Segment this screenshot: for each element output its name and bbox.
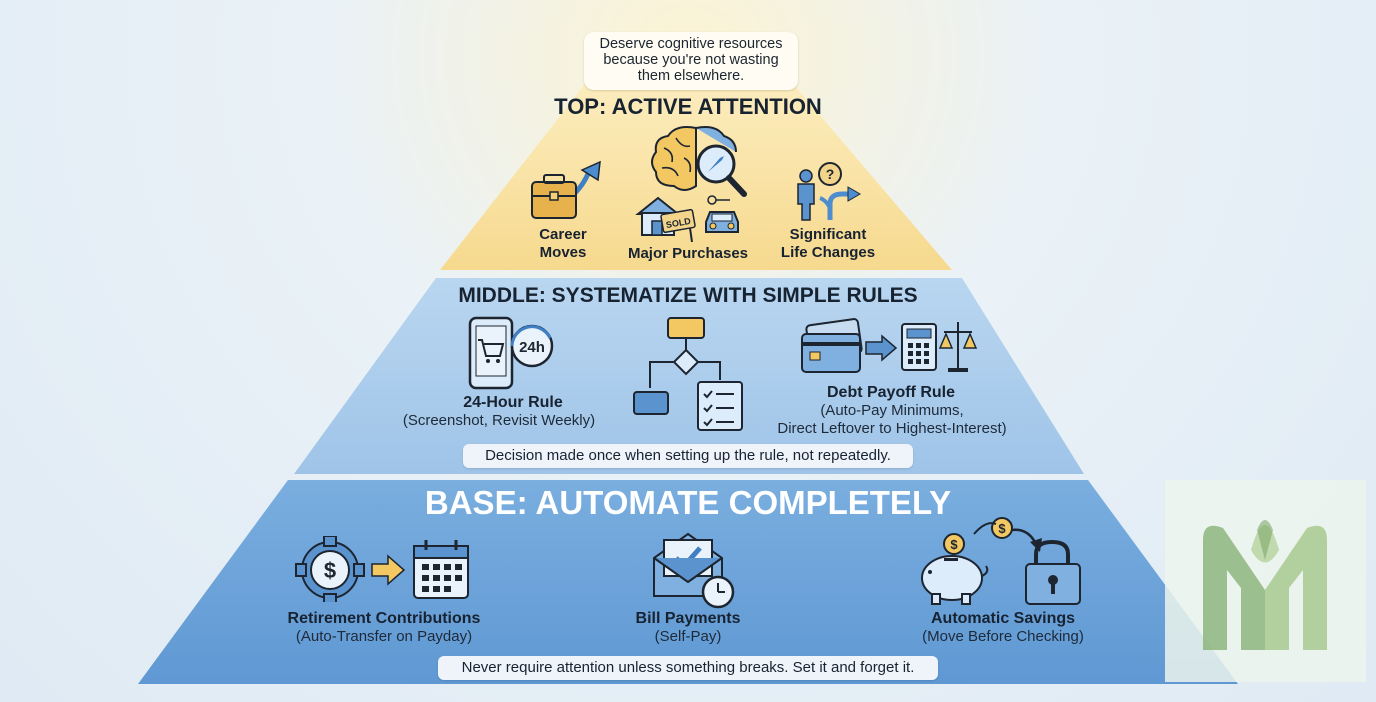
base-note: Never require attention unless something… — [438, 656, 938, 680]
rule1-desc: (Screenshot, Revisit Weekly) — [402, 412, 596, 429]
top-title: TOP: ACTIVE ATTENTION — [554, 94, 822, 119]
bubble-line: them elsewhere. — [637, 68, 745, 84]
sold-sign-icon: SOLD — [660, 206, 700, 247]
base-title: BASE: AUTOMATE COMPLETELY — [424, 484, 952, 521]
svg-text:?: ? — [826, 166, 835, 182]
retirement-title: Retirement Contributions — [287, 610, 481, 627]
svg-text:$: $ — [324, 558, 336, 583]
rule2-title: Debt Payoff Rule — [826, 384, 955, 401]
retirement-desc: (Auto-Transfer on Payday) — [295, 628, 473, 645]
svg-text:$: $ — [998, 521, 1006, 536]
phone-24h-icon: 24h — [466, 316, 562, 395]
bubble-line: because you're not wasting — [603, 52, 779, 68]
major-purchases-label: Major Purchases — [627, 245, 749, 262]
bubble-line: Deserve cognitive resources — [599, 36, 783, 52]
envelope-check-icon — [650, 530, 738, 615]
savings-desc: (Move Before Checking) — [922, 628, 1084, 645]
flowchart-icon — [630, 316, 750, 439]
savings-title: Automatic Savings — [930, 610, 1076, 627]
career-moves-label: Career Moves — [539, 226, 587, 261]
car-key-icon — [700, 192, 744, 243]
piggy-lock-icon: $ $ — [916, 514, 1088, 611]
middle-title: MIDDLE: SYSTEMATIZE WITH SIMPLE RULES — [458, 284, 918, 307]
middle-note: Decision made once when setting up the r… — [463, 444, 913, 468]
card-calculator-icon — [798, 318, 978, 385]
svg-text:$: $ — [950, 537, 958, 552]
24h-badge: 24h — [519, 339, 545, 356]
gear-calendar-icon: $ — [292, 535, 474, 607]
rule2-desc: (Auto-Pay Minimums, Direct Leftover to H… — [777, 402, 1007, 437]
person-crossroads-icon: ? — [790, 160, 862, 229]
briefcase-icon — [528, 160, 610, 229]
bill-payments-title: Bill Payments — [635, 610, 741, 627]
top-bubble: Deserve cognitive resources because you'… — [584, 32, 798, 90]
rule1-title: 24-Hour Rule — [463, 394, 563, 411]
bill-payments-desc: (Self-Pay) — [654, 628, 722, 645]
brand-logo — [1165, 480, 1366, 682]
brain-search-icon — [646, 122, 750, 207]
sold-sign-text: SOLD — [665, 216, 692, 230]
life-changes-label: Significant Life Changes — [780, 226, 876, 261]
